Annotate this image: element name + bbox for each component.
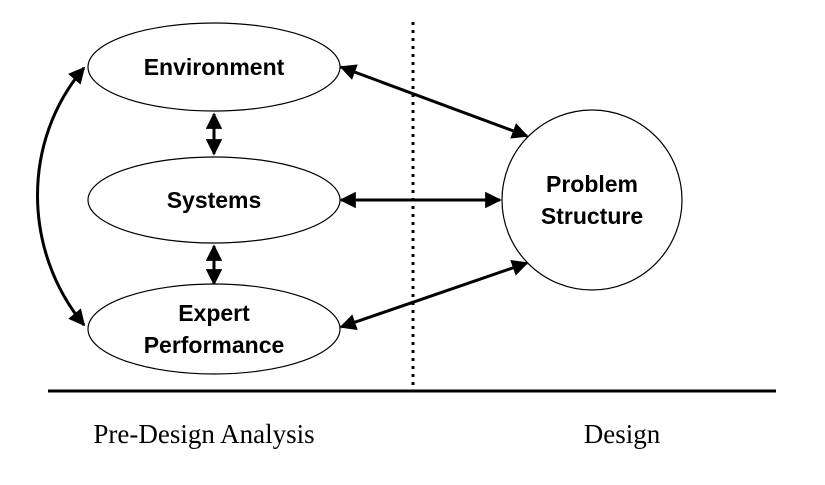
expert-performance-node: Expert Performance bbox=[87, 283, 341, 375]
systems-node: Systems bbox=[87, 156, 341, 244]
environment-label: Environment bbox=[144, 54, 285, 80]
problem-structure-node: Problem Structure bbox=[501, 109, 683, 291]
expert-problem-connector bbox=[339, 260, 529, 330]
environment-expert-connector bbox=[36, 66, 86, 327]
problem-structure-label-line1: Problem bbox=[546, 171, 638, 197]
environment-problem-connector bbox=[339, 64, 529, 139]
environment-node: Environment bbox=[87, 22, 341, 112]
design-caption: Design bbox=[584, 419, 661, 449]
expert-performance-label-line1: Expert bbox=[178, 300, 250, 326]
problem-structure-label-line2: Structure bbox=[541, 203, 643, 229]
systems-label: Systems bbox=[167, 187, 262, 213]
pre-design-analysis-caption: Pre-Design Analysis bbox=[93, 419, 314, 449]
expert-performance-label-line2: Performance bbox=[144, 332, 285, 358]
